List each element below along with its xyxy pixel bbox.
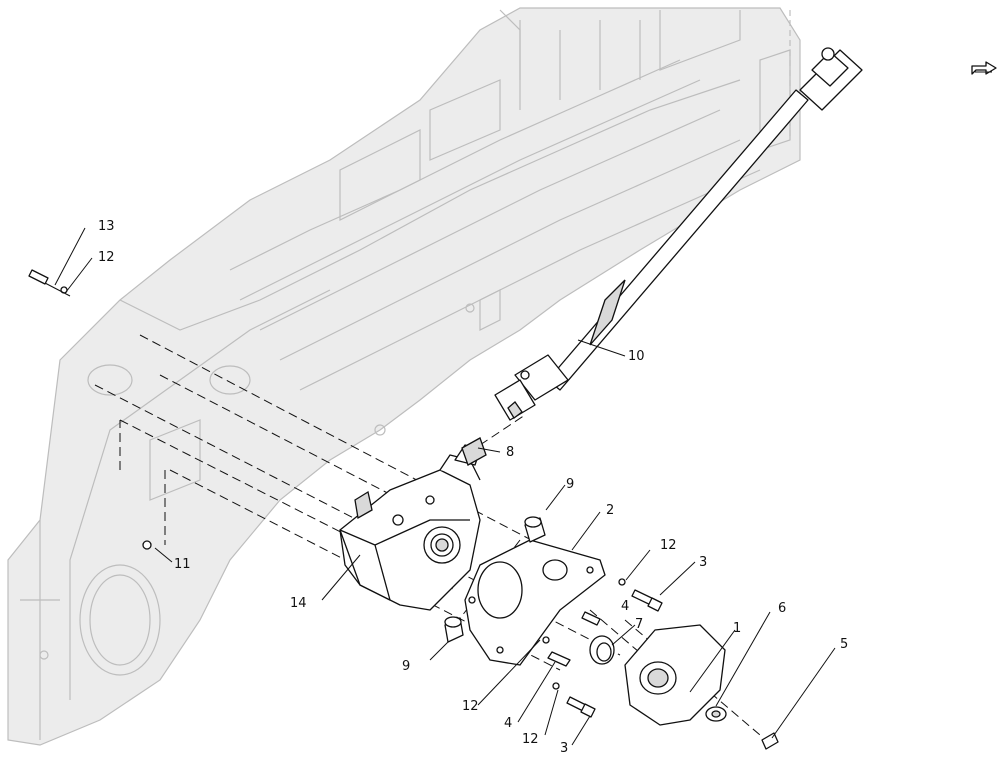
arrow-right-icon[interactable] <box>971 61 997 75</box>
callout-12-bottom: 12 <box>462 699 479 714</box>
callout-11: 11 <box>174 557 191 572</box>
leader-lines <box>54 227 836 746</box>
callout-12-top: 12 <box>98 250 115 265</box>
callout-9-top: 9 <box>566 477 574 492</box>
chassis-frame <box>7 7 801 746</box>
callout-labels: 13 12 10 8 9 2 12 3 4 11 14 7 1 6 5 9 12… <box>98 219 848 756</box>
bolt-13 <box>28 269 71 297</box>
callout-3-bottom: 3 <box>560 741 568 756</box>
callout-12-lowest: 12 <box>522 732 539 747</box>
callout-3-top: 3 <box>699 555 707 570</box>
washer <box>705 706 727 722</box>
callout-12-right: 12 <box>660 538 677 553</box>
steering-shaft <box>494 47 863 421</box>
callout-10: 10 <box>628 349 645 364</box>
ring-seal <box>589 635 615 665</box>
part-11-fastener <box>142 540 152 550</box>
bolt-3-lower <box>566 696 596 718</box>
callout-7: 7 <box>635 617 643 632</box>
callout-8: 8 <box>506 445 514 460</box>
bolt-3-upper <box>631 589 663 612</box>
bushing-upper <box>524 516 546 543</box>
callout-13: 13 <box>98 219 115 234</box>
callout-14: 14 <box>290 596 307 611</box>
bolt-5 <box>761 732 779 750</box>
steering-gearbox <box>339 437 487 611</box>
bushing-lower <box>444 616 464 643</box>
callout-9-bottom: 9 <box>402 659 410 674</box>
disc-cover <box>624 624 726 726</box>
callout-1: 1 <box>733 621 741 636</box>
bolt-4-upper <box>581 611 601 626</box>
callout-6: 6 <box>778 601 786 616</box>
mounting-plate <box>464 539 606 666</box>
bolt-4-lower <box>547 651 571 667</box>
callout-2: 2 <box>606 503 614 518</box>
callout-4-top: 4 <box>621 599 629 614</box>
callout-5: 5 <box>840 637 848 652</box>
callout-4-bottom: 4 <box>504 716 512 731</box>
